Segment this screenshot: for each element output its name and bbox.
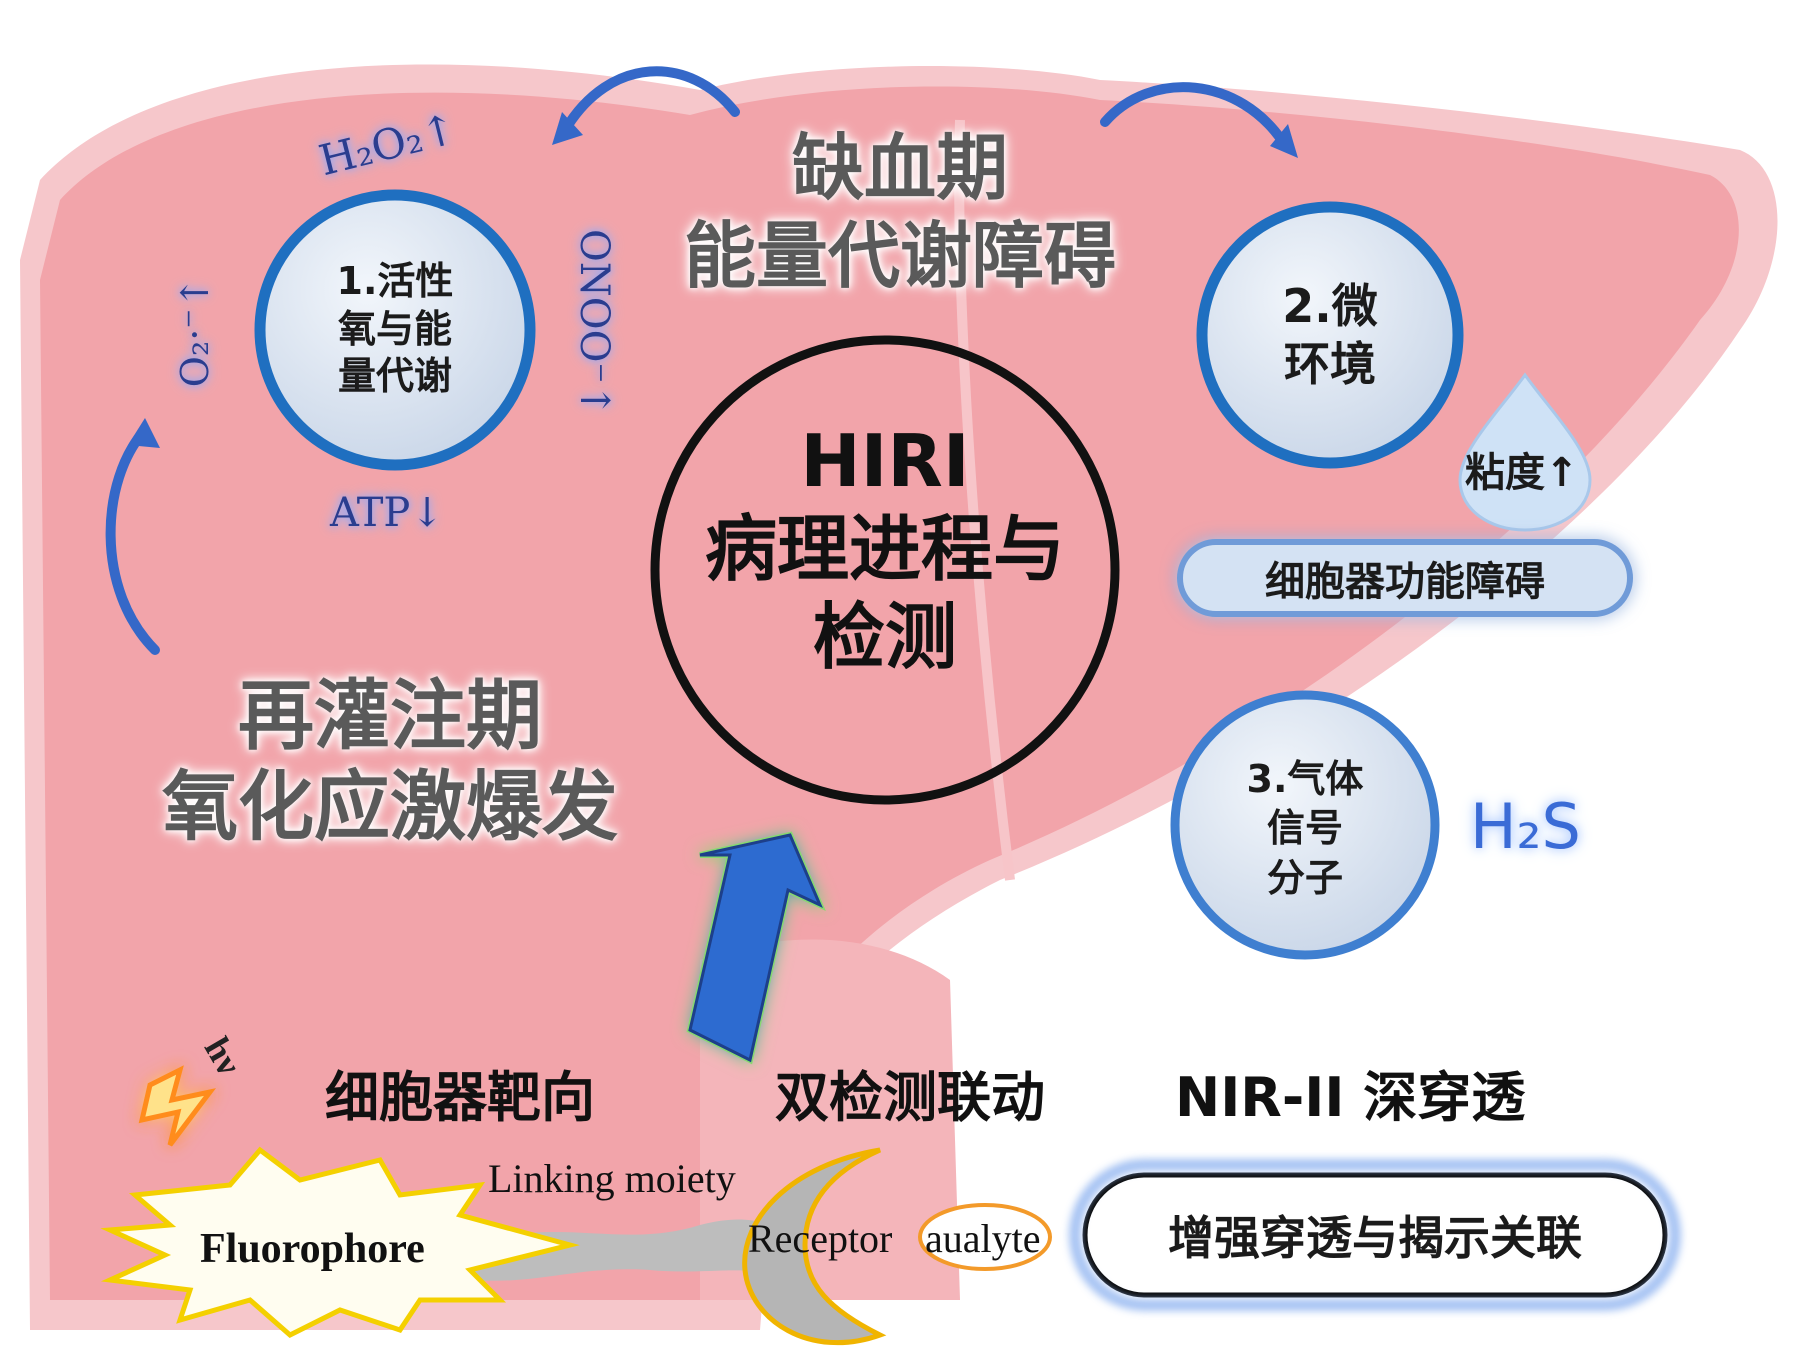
circle-3-line2: 信号 [1266,806,1343,851]
circle-2-label: 2.微 环境 [1240,278,1420,393]
circle-2 [1196,201,1464,469]
droplet-icon [1458,372,1592,532]
center-title: HIRI 病理进程与 检测 [660,418,1110,681]
center-circle [650,335,1120,805]
center-title-line2: 病理进程与 [704,506,1065,591]
h2s-marker: H₂S [1470,790,1581,863]
analyte-oval [918,1203,1052,1271]
arrowhead-right [1270,124,1298,158]
circle-1-line3: 量代谢 [337,354,452,398]
ischemia-line1: 缺血期 [791,126,1008,210]
enhance-pill-shape [1082,1172,1668,1298]
center-title-line1: HIRI [800,419,970,503]
feature-organelle-targeting: 细胞器靶向 [325,1066,595,1129]
circle-3-label: 3.气体 信号 分子 [1215,755,1395,903]
reperfusion-line1: 再灌注期 [238,671,542,760]
superoxide-marker: O₂·⁻↑ [173,276,218,388]
fluorophore-label: Fluorophore [200,1226,425,1272]
receptor-crescent [742,1147,887,1346]
circle-3-line3: 分子 [1266,855,1343,900]
circle-3 [1170,690,1440,960]
fluorophore-burst [100,1146,580,1338]
falciform-ligament [954,119,1015,881]
viscosity-marker: 粘度↑ [1465,450,1579,496]
circle-1-line2: 氧与能 [337,306,452,351]
reperfusion-label: 再灌注期 氧化应激爆发 [120,670,660,852]
linker-shape [470,1219,780,1281]
circle-3-line1: 3.气体 [1246,757,1364,801]
peroxynitrite-marker: ONOO⁻↑ [571,228,618,418]
linker-label: Linking moiety [488,1156,736,1201]
center-title-line3: 检测 [812,594,957,679]
cycle-arrows [105,66,1290,655]
up-arrow [686,831,826,1065]
lightning-icon [138,1065,217,1147]
ischemia-line2: 能量代谢障碍 [683,213,1116,298]
ischemia-label: 缺血期 能量代谢障碍 [640,125,1160,301]
feature-dual-detection: 双检测联动 [775,1066,1045,1129]
atp-marker: ATP↓ [330,490,444,536]
circle-1 [254,189,536,471]
receptor-label: Receptor [748,1216,893,1261]
arrowhead-left [552,112,583,145]
analyte-label: aualyte [925,1216,1041,1261]
circle-2-line2: 环境 [1284,336,1376,391]
circle-1-label: 1.活性 氧与能 量代谢 [300,258,490,401]
feature-nir-ii: NIR-II 深穿透 [1175,1066,1526,1129]
reperfusion-line2: 氧化应激爆发 [162,762,618,852]
circle-1-line1: 1.活性 [336,259,454,303]
organelle-pill-shape [1177,539,1633,617]
arrowhead-up [128,418,160,448]
organelle-dysfunction-label: 细胞器功能障碍 [1265,559,1545,605]
circle-2-line1: 2.微 [1282,279,1378,333]
enhance-penetration-label: 增强穿透与揭示关联 [1168,1211,1582,1265]
